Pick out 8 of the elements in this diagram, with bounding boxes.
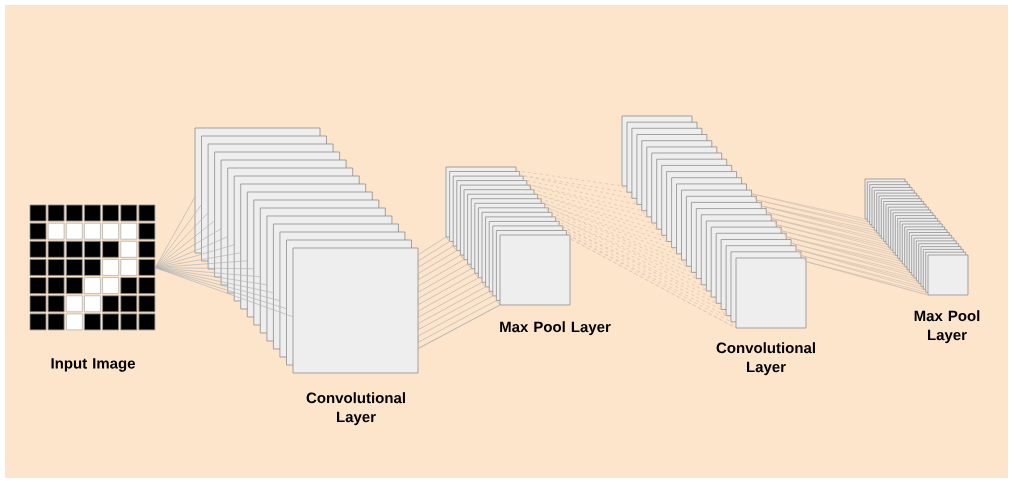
connection-lines xyxy=(751,193,929,296)
connection-lines xyxy=(418,236,501,349)
layer-label: Max Pool Layer xyxy=(914,310,980,344)
layer-label: Convolutional Layer xyxy=(306,392,405,426)
layer-label: Input Image xyxy=(51,358,135,372)
layer-label: Max Pool Layer xyxy=(500,321,611,336)
layer-label: Convolutional Layer xyxy=(716,342,815,376)
connection-lines xyxy=(515,170,737,329)
